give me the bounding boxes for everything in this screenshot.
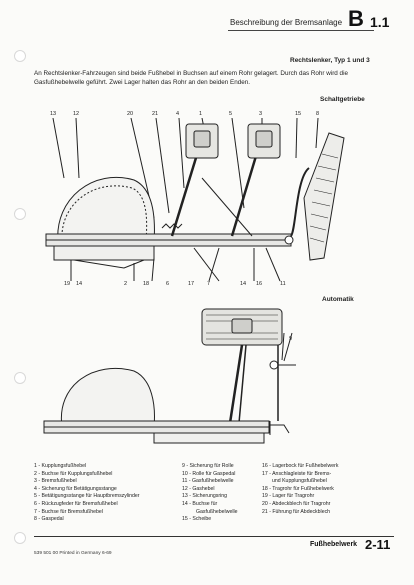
legend-column-2: 9 - Sicherung für Rolle 10 - Rolle für G… (182, 463, 238, 524)
legend-item: 17 - Anschlagleiste für Brems- (262, 470, 332, 477)
footer-rule (34, 536, 394, 537)
callout-14: 14 (76, 281, 83, 287)
legend-item: 6 - Rückzugfeder für Bremsfußhebel (34, 500, 118, 507)
legend-item: 14 - Buchse für (182, 500, 218, 507)
callout-13: 13 (50, 111, 57, 117)
legend-item: 5 - Betätigungsstange für Hauptbremszyli… (34, 493, 140, 500)
callout-20: 20 (127, 111, 134, 117)
callout-11: 11 (280, 281, 286, 287)
legend-item: 11 - Gasfußhebelwelle (182, 478, 234, 485)
callout-14b: 14 (240, 281, 247, 287)
legend-item: 18 - Tragrohr für Fußhebelwerk (262, 485, 334, 492)
legend-item: 12 - Gashebel (182, 485, 215, 492)
figure2-label: Automatik (322, 296, 354, 303)
legend-item: 13 - Sicherungsring (182, 493, 227, 500)
callout-8: 8 (316, 111, 320, 117)
punch-hole (14, 532, 26, 544)
legend-item: 21 - Führung für Abdeckblech (262, 508, 331, 515)
section-letter: B (348, 6, 364, 31)
legend-item: 1 - Kupplungsfußhebel (34, 463, 87, 469)
callout-16: 16 (256, 281, 263, 287)
figure1-label: Schaltgetriebe (320, 96, 365, 103)
legend-item: 20 - Abdeckblech für Tragrohr (262, 500, 331, 507)
intro-paragraph: An Rechtslenker-Fahrzeugen sind beide Fu… (34, 70, 348, 86)
callout-21: 21 (152, 111, 159, 117)
legend-item: 19 - Lager für Tragrohr (262, 493, 315, 500)
callout-3: 3 (259, 111, 263, 117)
legend-item: 4 - Sicherung für Betätigungsstange (34, 485, 117, 492)
legend-item: 10 - Rolle für Gaspedal (182, 470, 236, 477)
legend-item: 16 - Lagerbock für Fußhebelwerk (262, 463, 339, 469)
callout-7: 7 (207, 281, 211, 287)
callout-15: 15 (295, 111, 302, 117)
print-info: 539 501 00 Printed in Germany 6-69 (34, 551, 112, 556)
pedal-assembly-automatic-drawing (43, 308, 296, 444)
section-number: 1.1 (370, 14, 390, 30)
legend-column-3: 16 - Lagerbock für Fußhebelwerk 17 - Ans… (262, 463, 338, 516)
punch-hole (14, 50, 26, 62)
callout-19: 19 (64, 281, 71, 287)
callout-12: 12 (73, 111, 80, 117)
section-heading: Rechtslenker, Typ 1 und 3 (290, 57, 370, 64)
punch-hole (14, 372, 26, 384)
callout-18: 18 (143, 281, 150, 287)
callout-2: 2 (124, 281, 128, 287)
header-title: Beschreibung der Bremsanlage (230, 18, 343, 27)
legend-item: Gasfußhebelwelle (196, 508, 238, 515)
callout-1: 1 (199, 111, 203, 117)
callout-5: 5 (229, 111, 233, 117)
legend-item: 7 - Buchse für Bremsfußhebel (34, 508, 103, 515)
legend-item: 15 - Scheibe (182, 516, 212, 523)
legend-column-1: 1 - Kupplungsfußhebel 2 - Buchse für Kup… (34, 463, 140, 524)
legend-item: und Kupplungsfußhebel (272, 478, 327, 485)
callout-6: 6 (166, 281, 170, 287)
header-rule (228, 30, 374, 31)
pedal-assembly-manual-drawing (45, 118, 345, 282)
callout-17: 17 (188, 281, 195, 287)
footer-section-title: Fußhebelwerk (310, 541, 358, 548)
punch-hole (14, 208, 26, 220)
callout-4: 4 (176, 111, 180, 117)
legend-item: 9 - Sicherung für Rolle (182, 463, 234, 469)
legend-item: 2 - Buchse für Kupplungsfußhebel (34, 470, 113, 477)
page-number: 2-11 (365, 537, 391, 552)
legend-item: 3 - Bremsfußhebel (34, 478, 77, 485)
legend-item: 8 - Gaspedal (34, 516, 64, 523)
